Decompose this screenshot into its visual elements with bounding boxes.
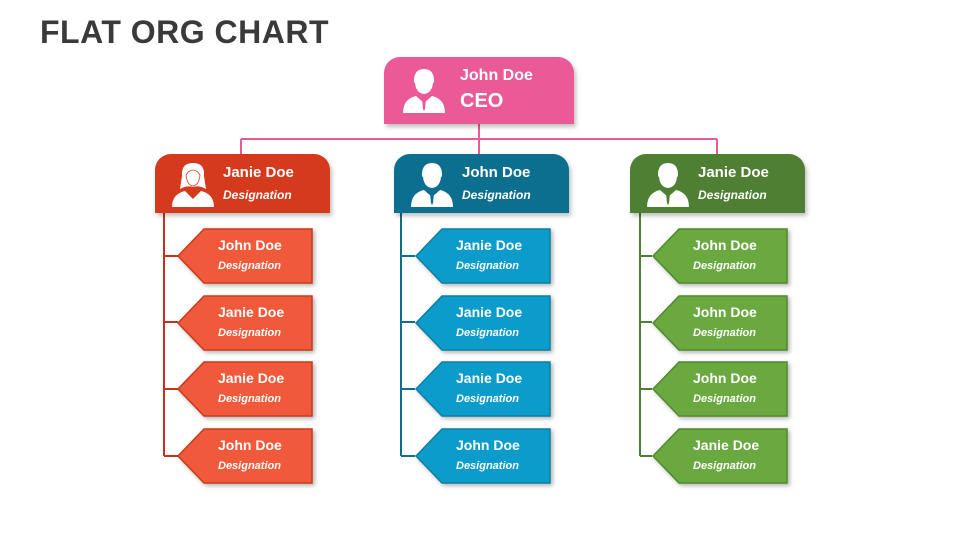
ceo-name: John Doe <box>460 67 533 84</box>
department-head-2[interactable]: John Doe Designation <box>394 154 569 213</box>
department-head-designation: Designation <box>462 188 531 202</box>
woman-icon <box>172 163 214 207</box>
member-card[interactable]: Janie Doe Designation <box>414 228 551 284</box>
card-shape <box>176 295 313 351</box>
member-designation: Designation <box>218 460 281 472</box>
member-designation: Designation <box>218 260 281 272</box>
member-designation: Designation <box>456 327 519 339</box>
member-designation: Designation <box>218 393 281 405</box>
page-title: FLAT ORG CHART <box>40 14 330 50</box>
member-card[interactable]: Janie Doe Designation <box>414 295 551 351</box>
member-card[interactable]: John Doe Designation <box>651 228 788 284</box>
member-name: John Doe <box>218 437 282 453</box>
member-card[interactable]: Janie Doe Designation <box>176 361 313 417</box>
card-shape <box>414 428 551 484</box>
member-designation: Designation <box>456 393 519 405</box>
member-name: Janie Doe <box>456 237 523 253</box>
card-shape <box>651 228 788 284</box>
card-shape <box>651 295 788 351</box>
man-icon <box>411 163 453 207</box>
top-connector <box>240 124 718 154</box>
department-head-name: Janie Doe <box>698 164 769 181</box>
card-shape <box>651 428 788 484</box>
card-shape <box>414 228 551 284</box>
ceo-role: CEO <box>460 90 504 112</box>
card-shape <box>176 428 313 484</box>
man-icon <box>647 163 689 207</box>
card-shape <box>414 295 551 351</box>
member-designation: Designation <box>456 460 519 472</box>
member-designation: Designation <box>456 260 519 272</box>
card-shape <box>176 361 313 417</box>
ceo-box[interactable]: John Doe CEO <box>384 57 574 124</box>
member-card[interactable]: John Doe Designation <box>651 361 788 417</box>
member-name: Janie Doe <box>218 304 285 320</box>
department-head-designation: Designation <box>698 188 767 202</box>
member-card[interactable]: John Doe Designation <box>651 295 788 351</box>
member-name: Janie Doe <box>456 370 523 386</box>
department-head-designation: Designation <box>223 188 292 202</box>
card-shape <box>176 228 313 284</box>
member-card[interactable]: Janie Doe Designation <box>651 428 788 484</box>
column-connector-2 <box>400 213 415 457</box>
member-card[interactable]: Janie Doe Designation <box>414 361 551 417</box>
member-card[interactable]: Janie Doe Designation <box>176 295 313 351</box>
member-card[interactable]: John Doe Designation <box>176 428 313 484</box>
department-head-1[interactable]: Janie Doe Designation <box>155 154 330 213</box>
column-connector-1 <box>163 213 178 457</box>
column-connector-3 <box>639 213 652 457</box>
member-name: John Doe <box>693 304 757 320</box>
department-head-name: Janie Doe <box>223 164 294 181</box>
department-head-3[interactable]: Janie Doe Designation <box>630 154 805 213</box>
card-shape <box>414 361 551 417</box>
member-name: John Doe <box>456 437 520 453</box>
member-name: John Doe <box>218 237 282 253</box>
man-icon <box>403 69 445 113</box>
member-card[interactable]: John Doe Designation <box>176 228 313 284</box>
card-shape <box>651 361 788 417</box>
member-name: John Doe <box>693 237 757 253</box>
member-designation: Designation <box>693 460 756 472</box>
member-designation: Designation <box>693 327 756 339</box>
department-head-name: John Doe <box>462 164 531 181</box>
member-name: Janie Doe <box>693 437 760 453</box>
member-designation: Designation <box>218 327 281 339</box>
member-designation: Designation <box>693 393 756 405</box>
member-name: Janie Doe <box>456 304 523 320</box>
member-card[interactable]: John Doe Designation <box>414 428 551 484</box>
member-name: John Doe <box>693 370 757 386</box>
member-name: Janie Doe <box>218 370 285 386</box>
member-designation: Designation <box>693 260 756 272</box>
